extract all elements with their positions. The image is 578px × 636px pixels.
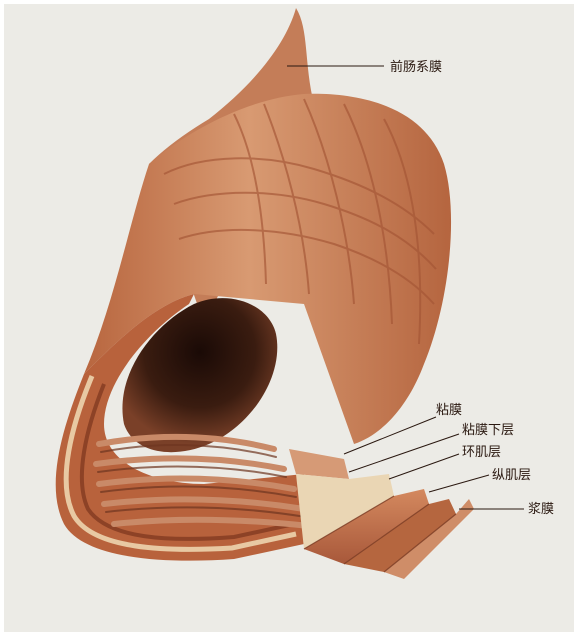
outer-wall-folds (163, 98, 437, 345)
leader-lines (287, 65, 524, 510)
leader-longitudinal-muscle (428, 474, 490, 493)
flap-edges (303, 495, 457, 573)
lumen-cavity (122, 298, 278, 453)
mucosal-fold-shadows (97, 444, 307, 518)
circular-muscle-layer (304, 489, 429, 564)
label-circular-muscle: 环肌层 (462, 445, 501, 460)
leader-submucosa (348, 433, 460, 473)
intestine-layers-illustration: 前肠系膜 粘膜 粘膜下层 环肌层 纵肌层 浆膜 (4, 4, 574, 632)
mucosal-folds (93, 434, 312, 529)
submucosa-layer (296, 474, 394, 549)
label-mesentery: 前肠系膜 (390, 59, 442, 75)
intestine-outer-wall (84, 93, 452, 444)
label-submucosa: 粘膜下层 (462, 423, 514, 438)
serosa-layer (384, 499, 474, 579)
leader-mucosa (343, 416, 437, 455)
label-longitudinal-muscle: 纵肌层 (492, 468, 531, 483)
label-serosa: 浆膜 (528, 502, 554, 517)
leader-circular-muscle (388, 453, 460, 480)
mucosa-layer (289, 449, 349, 479)
ring-band-inner (79, 383, 295, 541)
longitudinal-muscle-layer (344, 499, 456, 572)
cut-wall-ring (55, 294, 304, 561)
label-mucosa: 粘膜 (436, 403, 462, 418)
ring-band-outer (63, 375, 297, 552)
